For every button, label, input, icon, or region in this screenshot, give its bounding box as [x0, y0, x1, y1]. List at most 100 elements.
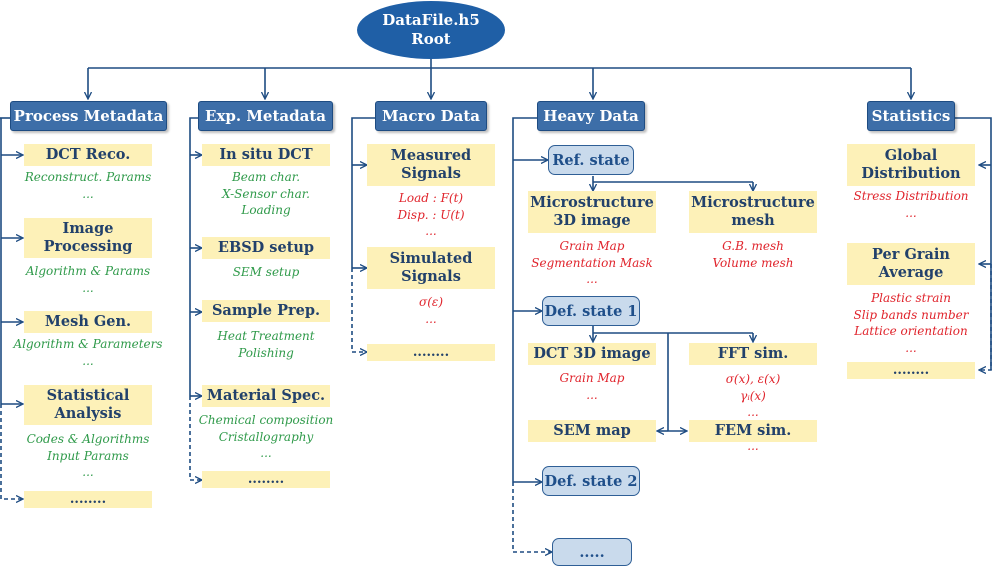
root-node: DataFile.h5 Root [357, 1, 505, 59]
sem-map-title: SEM map [553, 422, 631, 439]
note-line: SEM setup [232, 265, 300, 279]
ref-state-label: Ref. state [552, 151, 630, 169]
note-line: Grain Map [559, 239, 625, 253]
fem-sim-box: FEM sim. [689, 420, 817, 442]
box-title-line: Signals [401, 165, 461, 182]
box-title-line: Image [62, 220, 114, 237]
note-line: ... [586, 272, 598, 286]
box-title-line: Simulated [389, 250, 473, 267]
note-line: Algorithm & Params [25, 264, 151, 278]
per-grain-average-box: Per Grain Average [847, 243, 975, 285]
ref-state-box: Ref. state [548, 145, 634, 175]
note-line: Polishing [238, 345, 294, 360]
note-line: Disp. : U(t) [397, 207, 465, 222]
note-line: Input Params [47, 448, 129, 463]
note-line: Codes & Algorithms [26, 432, 150, 446]
ebsd-setup-title: EBSD setup [217, 239, 315, 256]
dct-reco-box: DCT Reco. [24, 144, 152, 166]
material-spec-notes: Chemical composition Cristallography ... [186, 412, 346, 462]
microstructure-3d-box: Microstructure 3D image [528, 191, 656, 233]
sample-prep-notes: Heat Treatment Polishing [186, 328, 346, 361]
note-line: Plastic strain [871, 291, 951, 305]
note-line: Chemical composition [198, 413, 334, 427]
per-grain-average-notes: Plastic strain Slip bands number Lattice… [837, 290, 985, 356]
note-line: Cristallography [218, 429, 314, 444]
note-line: ... [82, 186, 94, 201]
fft-sim-title: FFT sim. [717, 345, 789, 362]
note-line: ... [425, 311, 437, 326]
ebsd-setup-notes: SEM setup [186, 264, 346, 281]
more-placeholder: ........ [892, 362, 930, 378]
macro-more-box: ........ [367, 344, 495, 361]
sem-map-box: SEM map [528, 420, 656, 442]
def-state-1-label: Def. state 1 [544, 302, 638, 320]
def-state-1-box: Def. state 1 [542, 296, 640, 326]
box-title-line: Signals [401, 268, 461, 285]
dct-reco-notes: Reconstruct. Params ... [0, 169, 176, 202]
dct-3d-image-notes: Grain Map ... [528, 370, 656, 403]
box-title-line: Average [878, 264, 944, 281]
note-line: ... [905, 205, 917, 220]
simulated-signals-notes: σ(ε) ... [367, 294, 495, 327]
note-line: ... [425, 224, 437, 238]
note-line: ... [260, 446, 272, 460]
note-line: Slip bands number [853, 307, 969, 322]
image-processing-notes: Algorithm & Params ... [0, 263, 176, 296]
fft-sim-box: FFT sim. [689, 343, 817, 365]
box-title-line: Processing [43, 238, 133, 255]
box-title-line: mesh [731, 212, 775, 229]
insitu-dct-box: In situ DCT [202, 144, 330, 166]
box-title-line: Distribution [861, 165, 961, 182]
note-line: Reconstruct. Params [24, 170, 152, 184]
box-title-line: Global [884, 147, 938, 164]
dct-3d-image-title: DCT 3D image [533, 345, 651, 362]
process-metadata-header: Process Metadata [10, 101, 167, 131]
note-line: ... [82, 353, 94, 368]
insitu-dct-title: In situ DCT [219, 146, 313, 163]
ebsd-setup-box: EBSD setup [202, 237, 330, 259]
microstructure-mesh-box: Microstructure mesh [689, 191, 817, 233]
root-title: DataFile.h5 [382, 11, 480, 29]
note-line: ... [905, 340, 917, 355]
microstructure-mesh-notes: G.B. mesh Volume mesh [689, 238, 817, 271]
sample-prep-title: Sample Prep. [211, 302, 321, 319]
material-spec-box: Material Spec. [202, 385, 330, 407]
note-line: Grain Map [559, 371, 625, 385]
sample-prep-box: Sample Prep. [202, 300, 330, 322]
def-state-2-box: Def. state 2 [542, 466, 640, 496]
dct-3d-image-box: DCT 3D image [528, 343, 656, 365]
note-line: Stress Distribution [853, 189, 969, 203]
note-line: ... [747, 405, 759, 419]
heavy-data-header: Heavy Data [537, 101, 645, 131]
measured-signals-box: Measured Signals [367, 144, 495, 186]
fem-sim-notes: ... [689, 438, 817, 455]
note-line: Beam char. [231, 170, 301, 184]
image-processing-box: Image Processing [24, 218, 152, 258]
note-line: Lattice orientation [854, 324, 968, 338]
note-line: γᵢ(x) [740, 388, 766, 403]
box-title-line: Statistical [46, 387, 130, 404]
note-line: G.B. mesh [722, 239, 784, 253]
box-title-line: Microstructure [530, 194, 654, 211]
macro-data-header: Macro Data [375, 101, 487, 131]
more-placeholder: ..... [579, 543, 605, 561]
note-line: Algorithm & Parameters [13, 337, 163, 351]
box-title-line: Analysis [54, 405, 122, 422]
note-line: ... [586, 387, 598, 402]
statistical-analysis-box: Statistical Analysis [24, 385, 152, 425]
box-title-line: 3D image [553, 212, 631, 229]
more-placeholder: ........ [247, 471, 285, 487]
note-line: σ(x), ε(x) [725, 372, 781, 386]
more-placeholder: ........ [412, 344, 450, 360]
root-subtitle: Root [411, 30, 451, 48]
note-line: ... [82, 280, 94, 295]
box-title-line: Measured [390, 147, 472, 164]
microstructure-3d-notes: Grain Map Segmentation Mask ... [512, 238, 672, 288]
global-distribution-box: Global Distribution [847, 144, 975, 186]
note-line: σ(ε) [419, 295, 443, 309]
measured-signals-notes: Load : F(t) Disp. : U(t) ... [367, 190, 495, 240]
fft-sim-notes: σ(x), ε(x) γᵢ(x) ... [689, 371, 817, 421]
note-line: Loading [241, 203, 291, 217]
note-line: X-Sensor char. [222, 186, 310, 201]
mesh-gen-box: Mesh Gen. [24, 311, 152, 333]
